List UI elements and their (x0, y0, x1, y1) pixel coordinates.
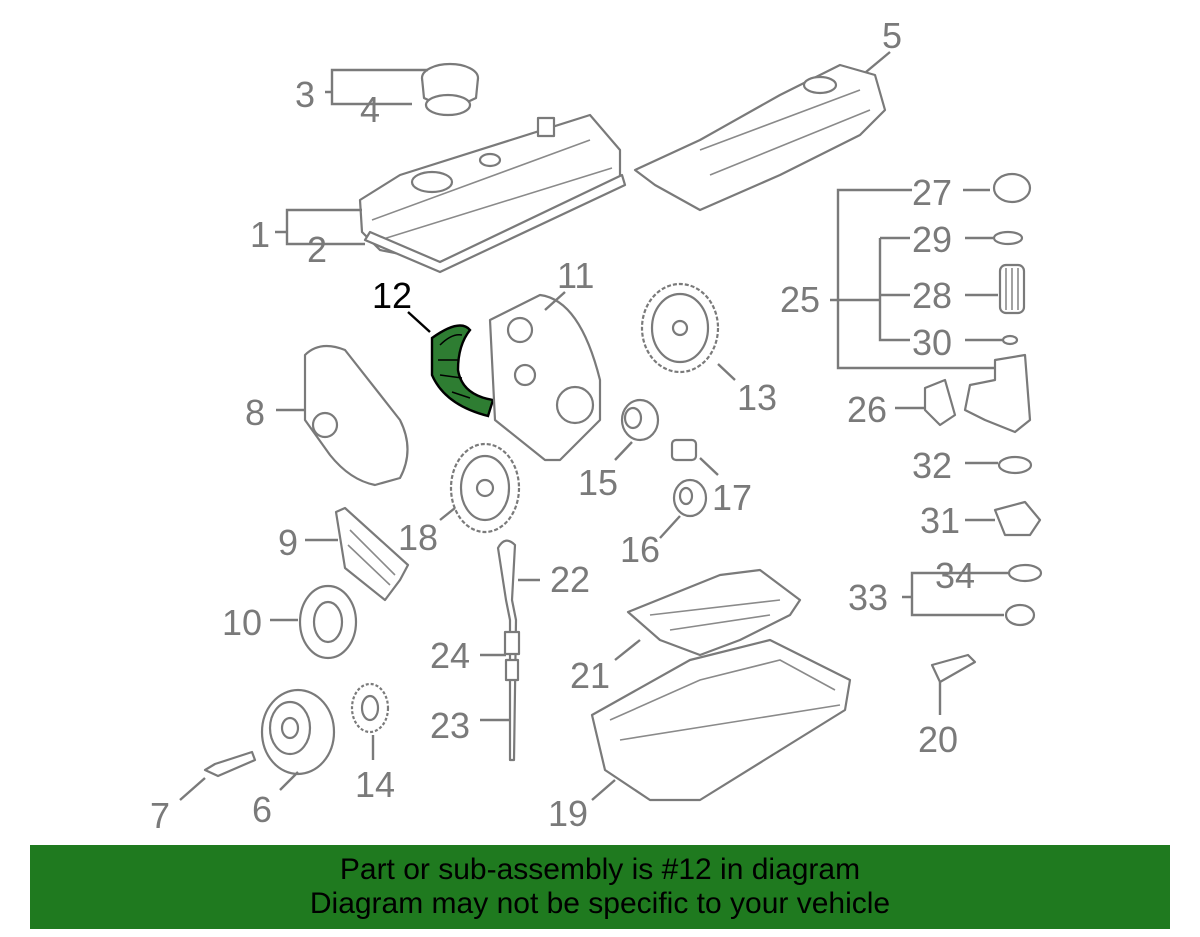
callout-33: 33 (848, 577, 888, 618)
part-tensioner-16 (672, 478, 708, 518)
part-oring-34 (1007, 563, 1043, 583)
callout-5: 5 (882, 15, 902, 56)
callout-9: 9 (278, 522, 298, 563)
callout-8: 8 (245, 392, 265, 433)
callout-26: 26 (847, 389, 887, 430)
part-timing-cover-outer (303, 344, 409, 487)
leader-21 (614, 639, 641, 661)
leader-6 (279, 771, 299, 791)
callout-2: 2 (307, 229, 327, 270)
callout-16: 16 (620, 529, 660, 570)
callout-17: 17 (712, 477, 752, 518)
callout-11: 11 (557, 255, 594, 296)
info-banner: Part or sub-assembly is #12 in diagram D… (30, 845, 1170, 929)
callout-4: 4 (360, 89, 380, 130)
callout-6: 6 (252, 789, 272, 830)
callout-20: 20 (918, 719, 958, 760)
leader-19 (591, 779, 616, 801)
part-oil-filler-cap (420, 62, 480, 117)
callout-19: 19 (548, 793, 588, 834)
part-valve-cover (358, 113, 627, 274)
callout-24: 24 (430, 635, 470, 676)
callout-23: 23 (430, 705, 470, 746)
leader-17 (699, 457, 719, 476)
callout-1: 1 (250, 214, 270, 255)
banner-line-2: Diagram may not be specific to your vehi… (309, 887, 891, 920)
part-bushing-17 (670, 438, 698, 462)
part-pulley-6 (260, 688, 336, 776)
callout-15: 15 (578, 462, 618, 503)
callout-31: 31 (920, 500, 960, 541)
part-filter-cap-27 (992, 172, 1032, 204)
callout-3: 3 (295, 74, 315, 115)
leader-18 (439, 507, 456, 521)
callout-32: 32 (912, 445, 952, 486)
part-engine-cover (633, 63, 887, 212)
banner-line-1: Part or sub-assembly is #12 in diagram (339, 853, 861, 886)
part-timing-case (488, 293, 602, 462)
callout-12: 12 (372, 275, 412, 316)
part-oring-32 (997, 455, 1033, 475)
leader-12 (407, 311, 431, 333)
callout-18: 18 (398, 517, 438, 558)
part-dipstick (496, 539, 521, 762)
callout-29: 29 (912, 219, 952, 260)
callout-7: 7 (150, 795, 170, 836)
leader-1-2 (275, 208, 365, 246)
parts-diagram: 3 4 1 2 5 8 12 11 (150, 15, 1043, 836)
part-filter-element-28 (998, 263, 1026, 315)
part-baffle-21 (626, 568, 802, 657)
part-bracket-26 (923, 378, 957, 427)
leader-7 (179, 777, 206, 801)
leader-5 (865, 51, 891, 73)
part-seal-33 (1004, 603, 1036, 627)
leader-11 (544, 291, 566, 311)
part-bracket-9 (334, 506, 410, 602)
callout-10: 10 (222, 602, 262, 643)
callout-30: 30 (912, 322, 952, 363)
part-sensor-20 (930, 653, 977, 684)
part-filter-housing (963, 353, 1032, 434)
part-oil-pan-19 (590, 638, 852, 802)
part-oring-29 (992, 230, 1024, 246)
part-idler-15 (620, 398, 660, 442)
leader-3-4 (325, 68, 428, 106)
callout-14: 14 (355, 764, 395, 805)
part-crank-gear (449, 442, 521, 534)
callout-21: 21 (570, 655, 610, 696)
part-oring-30 (1001, 334, 1019, 346)
part-12-shape (430, 324, 495, 418)
callout-34: 34 (935, 555, 975, 596)
leader-25-bracket (830, 188, 995, 370)
part-sprocket-14 (350, 682, 390, 734)
leader-16 (659, 515, 681, 539)
leader-15 (614, 441, 633, 461)
callout-25: 25 (780, 279, 820, 320)
part-cam-gear (640, 282, 720, 374)
leader-13 (717, 363, 736, 381)
callout-28: 28 (912, 275, 952, 316)
part-cooler-31 (993, 500, 1042, 537)
leader-33-34 (902, 571, 1008, 617)
callout-13: 13 (737, 377, 777, 418)
part-seal-carrier-10 (298, 584, 358, 660)
callout-22: 22 (550, 559, 590, 600)
part-12-highlighted (430, 324, 495, 418)
callout-27: 27 (912, 172, 952, 213)
part-bolt-7 (203, 750, 257, 778)
